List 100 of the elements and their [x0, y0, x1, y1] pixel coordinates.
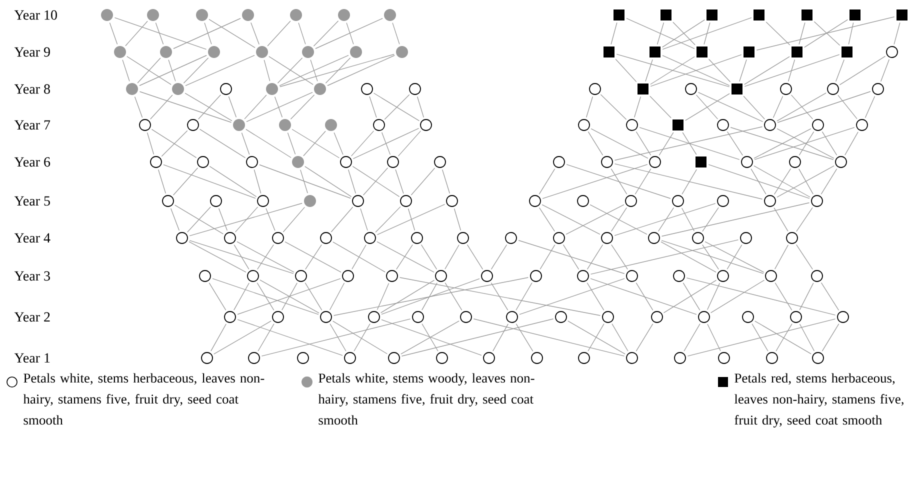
connector-line	[139, 91, 232, 123]
circle-node	[302, 46, 314, 58]
connector-line	[325, 58, 351, 84]
connector-line	[212, 278, 319, 315]
connector-line	[490, 282, 508, 311]
year-label: Year 4	[14, 233, 50, 243]
circle-node	[210, 195, 222, 207]
connector-line	[838, 94, 858, 120]
connector-line	[704, 22, 710, 45]
connector-line	[398, 130, 422, 156]
circle-node	[304, 195, 316, 207]
square-node	[696, 156, 706, 168]
connector-line	[122, 59, 130, 82]
connector-line	[590, 128, 648, 159]
circle-node	[530, 270, 542, 282]
connector-line	[137, 58, 161, 84]
connector-line	[381, 319, 482, 356]
square-node	[660, 10, 672, 20]
year-label: Year 1	[14, 353, 50, 363]
connector-line	[726, 244, 742, 270]
circle-node	[233, 119, 245, 131]
connector-line	[650, 56, 695, 85]
circle-node	[872, 83, 884, 95]
connector-line	[662, 19, 705, 48]
circle-node	[338, 9, 350, 21]
connector-line	[454, 208, 462, 231]
connector-line	[615, 58, 637, 82]
connector-line	[662, 55, 730, 86]
connector-line	[820, 282, 840, 311]
connector-line	[707, 324, 721, 352]
connector-line	[150, 94, 173, 120]
connector-line	[444, 282, 462, 311]
circle-node	[248, 352, 260, 364]
connector-line	[766, 22, 790, 46]
connector-line	[369, 96, 377, 118]
connector-line	[139, 55, 207, 86]
circle-node	[396, 46, 408, 58]
circle-node	[685, 83, 697, 95]
connector-line	[420, 244, 438, 270]
connector-line	[354, 324, 370, 352]
connector-line	[814, 21, 840, 46]
connector-line	[267, 20, 291, 46]
circle-node	[272, 311, 284, 323]
connector-line	[798, 168, 814, 194]
circle-node	[224, 311, 236, 323]
circle-node	[434, 156, 446, 168]
connector-line	[566, 164, 671, 199]
circle-node	[673, 270, 685, 282]
connector-line	[422, 324, 438, 352]
circle-node	[764, 195, 776, 207]
connector-line	[401, 318, 554, 356]
circle-node	[297, 352, 309, 364]
connector-line	[282, 282, 298, 310]
circle-node	[342, 270, 354, 282]
connector-line	[634, 168, 652, 195]
year-label: Year 2	[14, 312, 50, 322]
circle-node	[292, 156, 304, 168]
connector-line	[492, 324, 508, 352]
connector-line	[126, 56, 172, 85]
connector-line	[519, 278, 625, 315]
circle-node	[352, 195, 364, 207]
circle-node	[780, 83, 792, 95]
connector-line	[616, 54, 730, 88]
connector-line	[590, 204, 648, 235]
connector-line	[183, 58, 209, 84]
circle-node	[224, 232, 236, 244]
connector-line	[611, 244, 628, 270]
circle-node	[764, 119, 776, 131]
legend-text: Petals white, stems woody, leaves non-hairy, stamens five, fruit dry, seed coat smooth	[318, 373, 534, 425]
circle-node	[196, 9, 208, 21]
square-node	[706, 10, 718, 20]
connector-line	[590, 278, 697, 315]
circle-node	[187, 119, 199, 131]
circle-node	[601, 232, 613, 244]
connector-line	[586, 244, 604, 270]
connector-line	[174, 204, 224, 234]
connector-line	[234, 206, 258, 232]
year-label: Year 10	[14, 10, 57, 20]
circle-node	[672, 195, 684, 207]
connector-line	[590, 239, 739, 275]
connector-line	[538, 207, 556, 232]
year-label: Year 7	[14, 120, 50, 130]
connector-line	[313, 20, 339, 46]
connector-line	[280, 54, 394, 88]
circle-node	[436, 352, 448, 364]
connector-line	[189, 240, 294, 274]
circle-node	[674, 352, 686, 364]
year-label: Year 8	[14, 84, 50, 94]
connector-line	[376, 241, 434, 273]
connector-line	[614, 203, 716, 236]
square-node	[614, 10, 624, 20]
connector-line	[614, 126, 763, 161]
connector-line	[236, 241, 294, 273]
connector-line	[658, 207, 674, 232]
circle-node	[626, 119, 638, 131]
connector-line	[125, 20, 148, 46]
connector-line	[610, 22, 618, 45]
circle-node	[812, 352, 824, 364]
connector-line	[708, 58, 731, 82]
square-node	[650, 46, 660, 58]
